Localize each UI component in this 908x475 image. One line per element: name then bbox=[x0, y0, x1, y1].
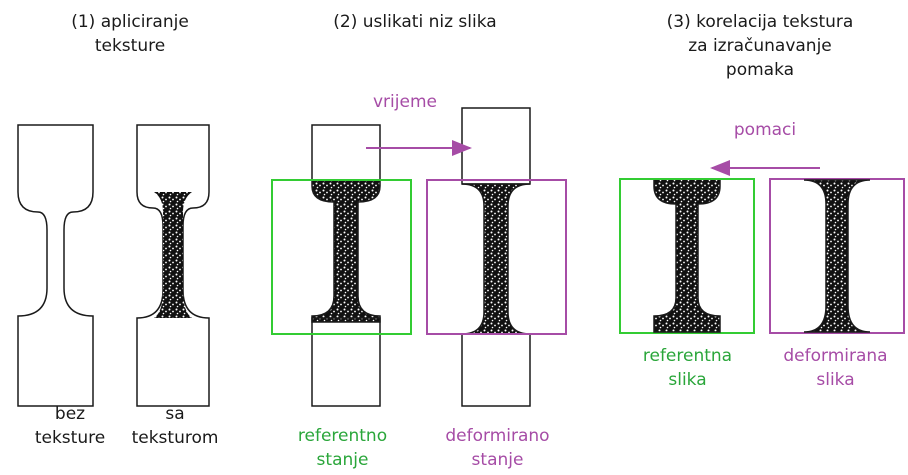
step3-title: (3) korelacija tekstura za izračunavanje… bbox=[666, 12, 854, 80]
step1-label-right: sa teksturom bbox=[131, 404, 219, 448]
step2-label-right: deformirano stanje bbox=[445, 426, 550, 470]
def-specimen-top-grip bbox=[461, 107, 531, 185]
ref-specimen-bottom-grip bbox=[311, 317, 381, 407]
step3-label-right: deformirana slika bbox=[783, 346, 888, 390]
step2-title: (2) uslikati niz slika bbox=[333, 12, 497, 32]
step3-arrow-label: pomaci bbox=[733, 120, 797, 140]
ref-specimen-gauge bbox=[311, 180, 381, 323]
def-specimen-gauge bbox=[461, 183, 531, 335]
step1-title: (1) apliciranje teksture bbox=[71, 12, 189, 56]
deformed-frame-purple bbox=[426, 179, 567, 335]
def-specimen-bottom-grip bbox=[461, 333, 531, 407]
reference-image-specimen bbox=[653, 180, 721, 333]
step3-label-left: referentna slika bbox=[642, 346, 733, 390]
reference-frame-green bbox=[271, 179, 412, 335]
ref-specimen-top-grip bbox=[311, 124, 381, 181]
step2-arrow-label: vrijeme bbox=[373, 92, 437, 112]
specimen-plain bbox=[17, 124, 94, 407]
step2-label-left: referentno stanje bbox=[297, 426, 388, 470]
texture-region-1 bbox=[154, 192, 192, 318]
deformed-image-specimen bbox=[803, 179, 871, 333]
step1-label-left: bez teksture bbox=[34, 404, 106, 448]
